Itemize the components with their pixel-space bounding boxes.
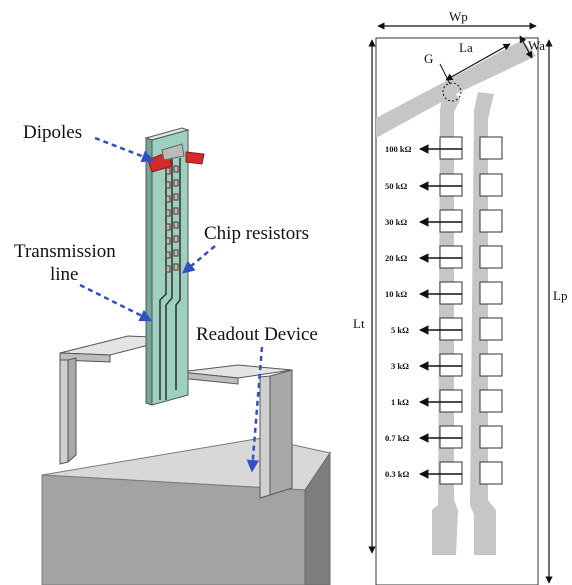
holder-bracket <box>59 335 293 499</box>
resistor-label: 1 kΩ <box>391 397 409 407</box>
dim-label-lp: Lp <box>553 288 567 303</box>
dim-label-lt: Lt <box>353 316 365 331</box>
dipole-arms <box>376 40 536 138</box>
label-transmission-line-2: line <box>50 264 79 285</box>
dim-label-wp: Wp <box>449 9 468 24</box>
gap-leader <box>439 63 451 85</box>
dipole-elements <box>147 143 205 173</box>
annotation-arrows <box>79 136 264 473</box>
left-3d-figure: Dipoles Chip resistors Transmission line… <box>14 122 331 585</box>
board-chip-resistors <box>165 165 179 273</box>
arrow-chip-resistors <box>182 245 216 274</box>
resistor-labels: 100 kΩ 50 kΩ 30 kΩ 20 kΩ 10 kΩ 5 kΩ 3 kΩ… <box>385 144 412 479</box>
board-outline <box>375 37 539 585</box>
dim-label-g: G <box>424 51 433 66</box>
resistor-pads <box>439 136 503 485</box>
resistor-label: 10 kΩ <box>385 289 407 299</box>
label-readout-device: Readout Device <box>196 324 318 345</box>
label-dipoles: Dipoles <box>23 122 82 143</box>
gap-circle <box>442 82 462 102</box>
arrow-transmission-line <box>79 283 153 322</box>
resistor-label: 20 kΩ <box>385 253 407 263</box>
arrow-dipoles <box>94 136 155 163</box>
label-transmission-line-1: Transmission <box>14 241 116 262</box>
right-schematic: 100 kΩ 50 kΩ 30 kΩ 20 kΩ 10 kΩ 5 kΩ 3 kΩ… <box>353 9 567 585</box>
resistor-label: 50 kΩ <box>385 181 407 191</box>
readout-device-box <box>41 437 331 585</box>
resistor-label: 0.7 kΩ <box>385 433 409 443</box>
dimension-lines <box>368 22 553 584</box>
resistor-label: 30 kΩ <box>385 217 407 227</box>
dim-label-wa: Wa <box>528 38 545 53</box>
resistor-label: 3 kΩ <box>391 361 409 371</box>
label-chip-resistors: Chip resistors <box>204 223 309 244</box>
resistor-label: 0.3 kΩ <box>385 469 409 479</box>
resistor-label: 5 kΩ <box>391 325 409 335</box>
resistor-arrows <box>419 144 462 479</box>
arrow-readout-device <box>246 346 264 473</box>
resistor-label: 100 kΩ <box>385 144 412 154</box>
dim-label-la: La <box>459 40 473 55</box>
